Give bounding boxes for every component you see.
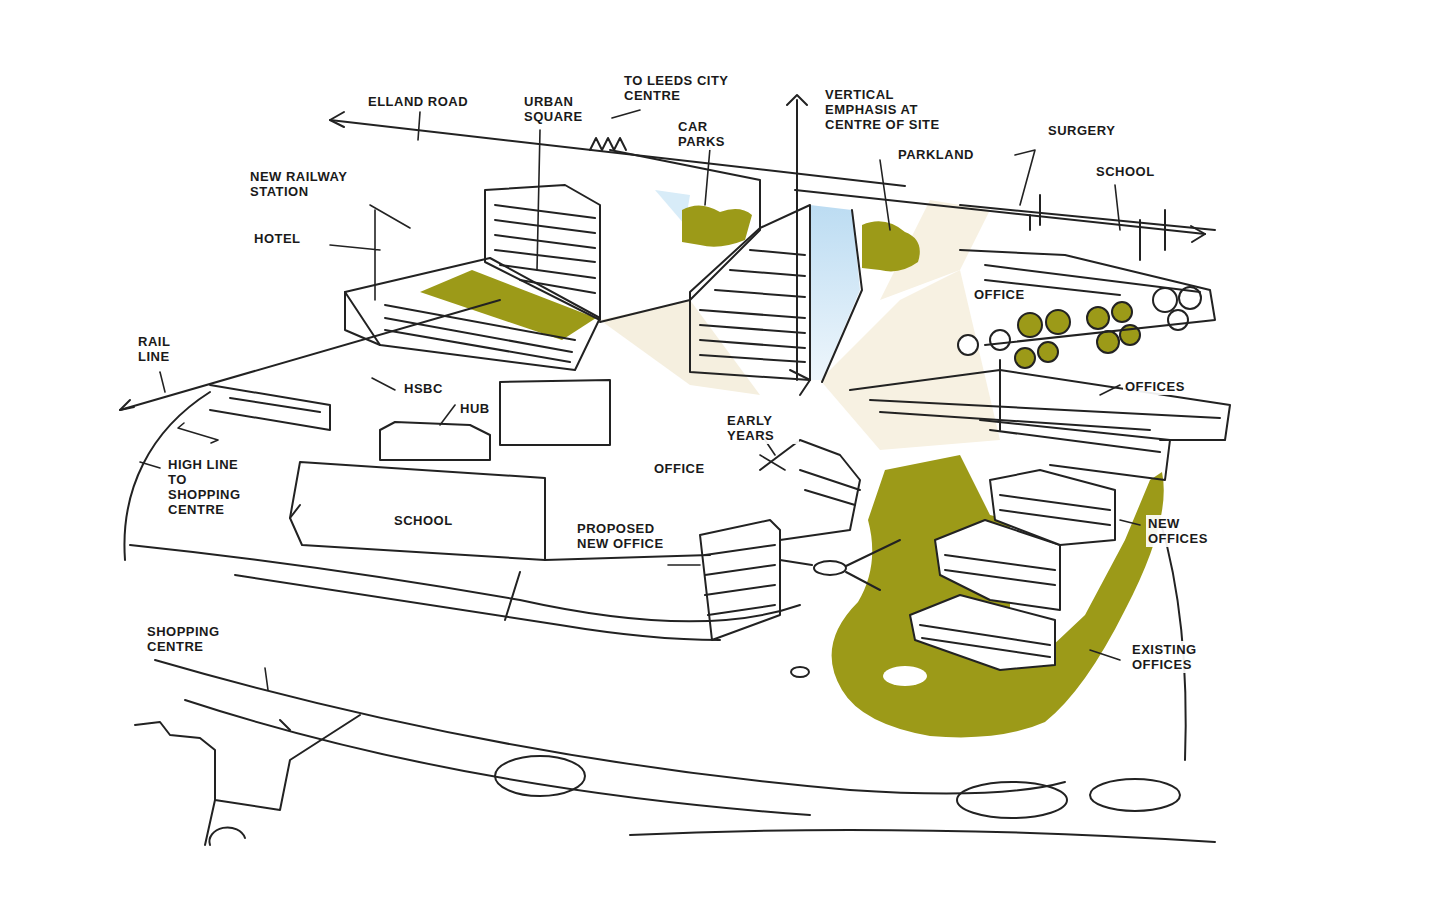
rail-label: RAIL LINE (136, 333, 190, 365)
building-label: SHOPPING CENTRE (145, 623, 249, 655)
building-label: HSBC (402, 380, 445, 397)
building-label: EXISTING OFFICES (1130, 641, 1219, 673)
building-label: EARLY YEARS (725, 412, 799, 444)
place-label: URBAN SQUARE (522, 93, 606, 125)
building-label: SURGERY (1046, 122, 1117, 139)
route-label: HIGH LINE TO SHOPPING CENTRE (166, 456, 252, 518)
building-label: SCHOOL (392, 512, 455, 529)
building-label: HUB (458, 400, 492, 417)
place-label: PARKLAND (896, 146, 976, 163)
road-label: ELLAND ROAD (366, 93, 470, 110)
direction-label: TO LEEDS CITY CENTRE (622, 72, 744, 104)
design-note: VERTICAL EMPHASIS AT CENTRE OF SITE (823, 86, 967, 133)
building-label: OFFICE (972, 286, 1027, 303)
building-label: SCHOOL (1094, 163, 1157, 180)
building-label: OFFICE (652, 460, 707, 477)
place-label: CAR PARKS (676, 118, 750, 150)
building-label: NEW OFFICES (1146, 515, 1230, 547)
building-label: OFFICES (1123, 378, 1187, 395)
building-label: HOTEL (252, 230, 303, 247)
building-label: NEW RAILWAY STATION (248, 168, 392, 200)
building-label: PROPOSED NEW OFFICE (575, 520, 671, 552)
